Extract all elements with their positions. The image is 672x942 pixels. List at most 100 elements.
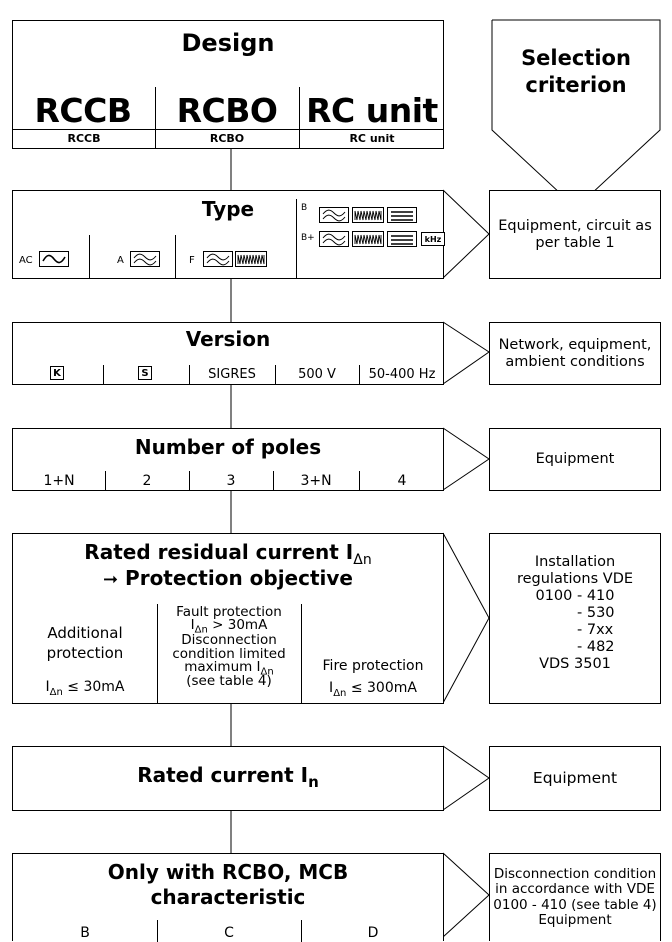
type-criterion-box: Equipment, circuit as per table 1 (489, 190, 661, 279)
residual-additional-value: IΔn ≤ 30mA (45, 679, 125, 698)
mcb-char-c: C (224, 925, 234, 941)
type-b-label: B (301, 203, 308, 213)
rated-current-criterion-text: Equipment (532, 768, 618, 787)
version-divider-3 (275, 365, 276, 385)
poles-title: Number of poles (134, 435, 322, 459)
type-divider-2 (175, 235, 176, 279)
residual-additional-line2: protection (46, 644, 124, 662)
residual-title-sub: Δn (353, 552, 372, 568)
residual-criterion-line1: Installation (534, 554, 616, 570)
rated-current-box: Rated current In (12, 746, 444, 811)
residual-objective-text: Protection objective (125, 566, 353, 590)
residual-box: Rated residual current IΔn ➞ Protection … (12, 533, 444, 704)
arrow-right-icon: ➞ (102, 569, 119, 590)
poles-criterion-text: Equipment (535, 451, 615, 468)
type-box: Type AC A F B B+ kHz (12, 190, 445, 279)
poles-2: 2 (142, 473, 152, 489)
design-rcunit-label: RC unit (306, 91, 438, 130)
poles-divider-3 (273, 471, 274, 491)
residual-fire-value: IΔn ≤ 300mA (329, 680, 417, 699)
residual-criterion-line2: regulations VDE (516, 571, 634, 587)
version-box: Version K S SIGRES 500 V 50-400 Hz (12, 322, 444, 385)
mcb-char-d: D (367, 925, 379, 941)
poles-criterion-box: Equipment (489, 428, 661, 491)
residual-fault-line6: (see table 4) (186, 673, 272, 689)
residual-criterion-line4: - 530 (577, 605, 615, 621)
residual-divider-1 (157, 604, 158, 704)
sine-wave-icon (39, 251, 69, 267)
mcb-title-line1: Only with RCBO, MCB (107, 860, 349, 884)
residual-criterion-line6: - 482 (577, 639, 615, 655)
poles-3: 3 (226, 473, 236, 489)
design-divider-1 (155, 87, 156, 149)
version-500v: 500 V (298, 367, 336, 382)
residual-criterion-line5: - 7xx (577, 622, 614, 638)
type-f-label: F (189, 255, 195, 266)
design-box: Design RCCB RCBO RC unit RCCB RCBO RC un… (12, 20, 444, 149)
mcb-box: Only with RCBO, MCB characteristic B C D (12, 853, 444, 942)
design-row-divider (13, 129, 443, 130)
high-frequency-icon-b (352, 207, 384, 223)
residual-title-text: Rated residual current I (84, 540, 354, 564)
version-frequency: 50-400 Hz (368, 367, 436, 382)
residual-fire-line1: Fire protection (322, 658, 424, 674)
poles-divider-1 (105, 471, 106, 491)
dc-current-icon-b (387, 207, 417, 223)
residual-additional-line1: Additional (47, 624, 123, 642)
design-rcbo-small: RCBO (209, 132, 245, 145)
khz-icon: kHz (421, 232, 445, 246)
pulsating-dc-icon-f (203, 251, 233, 267)
pulsating-dc-icon-bplus (319, 231, 349, 247)
residual-criterion-box: Installation regulations VDE 0100 - 410 … (489, 533, 661, 704)
design-rccb-small: RCCB (67, 132, 101, 145)
version-divider-1 (103, 365, 104, 385)
poles-3n: 3+N (300, 473, 332, 489)
type-criterion-text: Equipment, circuit as per table 1 (498, 217, 652, 251)
residual-objective: ➞ Protection objective (13, 566, 443, 590)
type-bplus-label: B+ (301, 233, 315, 243)
rated-current-criterion-box: Equipment (489, 746, 661, 811)
type-ac-label: AC (19, 255, 33, 266)
version-k-icon: K (50, 366, 64, 380)
mcb-divider-2 (301, 920, 302, 942)
mcb-char-b: B (80, 925, 90, 941)
poles-box: Number of poles 1+N 2 3 3+N 4 (12, 428, 444, 491)
residual-criterion-line7: VDS 3501 (539, 656, 611, 672)
mcb-criterion-box: Disconnection condition in accordance wi… (489, 853, 661, 941)
version-title: Version (185, 327, 271, 351)
pulsating-dc-icon (130, 251, 160, 267)
type-title: Type (201, 197, 255, 221)
mcb-divider-1 (157, 920, 158, 942)
version-sigres: SIGRES (208, 367, 256, 382)
type-a-label: A (117, 255, 124, 266)
design-title: Design (181, 29, 275, 57)
poles-divider-4 (359, 471, 360, 491)
poles-divider-2 (189, 471, 190, 491)
rated-current-title: Rated current In (137, 763, 319, 791)
design-rcunit-small: RC unit (349, 132, 395, 145)
type-divider-3 (296, 199, 297, 279)
version-s-icon: S (138, 366, 152, 380)
mcb-title-line2: characteristic (150, 885, 306, 909)
poles-4: 4 (397, 473, 407, 489)
high-frequency-icon-bplus (352, 231, 384, 247)
residual-fault-line4: condition limited (172, 646, 286, 662)
version-divider-2 (189, 365, 190, 385)
residual-title: Rated residual current IΔn (13, 540, 443, 568)
mcb-criterion-text: Disconnection condition in accordance wi… (493, 866, 657, 928)
residual-divider-2 (301, 604, 302, 704)
dc-current-icon-bplus (387, 231, 417, 247)
design-divider-2 (299, 87, 300, 149)
design-rccb-label: RCCB (34, 91, 133, 130)
residual-criterion-line3: 0100 - 410 (535, 588, 615, 604)
residual-fault-line1: Fault protection (176, 604, 282, 620)
version-divider-4 (359, 365, 360, 385)
version-criterion-box: Network, equipment, ambient conditions (489, 322, 661, 385)
version-criterion-text: Network, equipment, ambient conditions (498, 336, 652, 370)
residual-fault-line5: maximum IΔn (184, 659, 274, 678)
pulsating-dc-icon-b (319, 207, 349, 223)
residual-fault-line3: Disconnection (181, 632, 277, 648)
high-frequency-icon-f (235, 251, 267, 267)
residual-fault-value: IΔn > 30mA (190, 617, 268, 636)
type-divider-1 (89, 235, 90, 279)
